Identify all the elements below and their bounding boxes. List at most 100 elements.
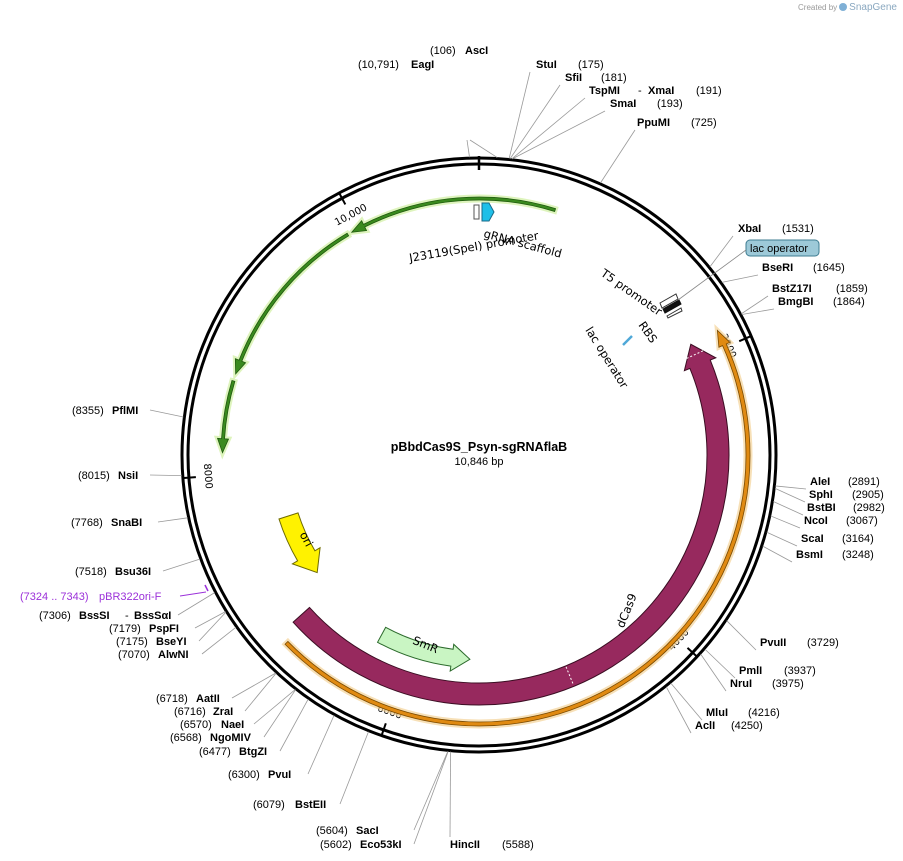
svg-text:(7179): (7179) — [109, 623, 141, 635]
svg-text:BstEII: BstEII — [295, 799, 326, 811]
svg-text:(725): (725) — [691, 117, 717, 129]
site-sacI[interactable]: (5604)SacI — [316, 825, 379, 837]
site-smaI[interactable]: SmaI(193) — [610, 98, 683, 110]
green-arc-3-feature[interactable] — [216, 380, 236, 454]
rbs-label: RBS — [636, 319, 661, 346]
svg-text:AscI: AscI — [465, 45, 488, 57]
site-line — [721, 274, 759, 283]
site-pflMI[interactable]: (8355)PflMI — [72, 405, 138, 417]
site-sphI[interactable]: SphI(2905) — [809, 489, 884, 501]
svg-text:(7768): (7768) — [71, 517, 103, 529]
site-pmlI[interactable]: PmlI (3937) — [739, 665, 816, 677]
site-snaBI[interactable]: (7768)SnaBI — [71, 517, 142, 529]
site-bseRI[interactable]: BseRI(1645) — [762, 262, 845, 274]
svg-text:AleI: AleI — [810, 476, 830, 488]
green-arc-2-feature[interactable] — [234, 232, 350, 375]
site-pspFI[interactable]: (7179)PspFI — [109, 623, 179, 635]
site-line — [449, 751, 451, 838]
site-line — [263, 689, 296, 738]
site-pvuII[interactable]: PvuII(3729) — [760, 637, 839, 649]
site-bseYI[interactable]: (7175)BseYI — [116, 636, 187, 648]
svg-text:NcoI: NcoI — [804, 515, 828, 527]
svg-text:BtgZI: BtgZI — [239, 746, 267, 758]
j23119-promoter-feature[interactable] — [473, 204, 480, 220]
site-line — [700, 653, 727, 692]
primer-pbr322ori-f[interactable]: (7324 .. 7343) pBR322ori-F — [20, 584, 209, 603]
svg-text:(175): (175) — [578, 59, 604, 71]
svg-text:NsiI: NsiI — [118, 470, 138, 482]
grna-scaffold-feature[interactable] — [481, 202, 495, 222]
site-line — [665, 686, 692, 734]
orange-arc-feature[interactable] — [284, 329, 751, 727]
green-arc-1-feature[interactable] — [350, 196, 557, 233]
site-line — [162, 558, 200, 572]
svg-text:(193): (193) — [657, 98, 683, 110]
site-pvuI[interactable]: (6300)PvuI — [228, 769, 291, 781]
svg-text:(5602): (5602) — [320, 839, 352, 851]
site-bsu36I[interactable]: (7518)Bsu36I — [75, 566, 151, 578]
app-name: SnapGene — [849, 2, 897, 13]
site-ncoI[interactable]: NcoI(3067) — [804, 515, 878, 527]
svg-text:BssSI: BssSI — [79, 610, 110, 622]
svg-text:NgoMIV: NgoMIV — [210, 732, 252, 744]
svg-text:PvuII: PvuII — [760, 637, 786, 649]
site-ngoMIV[interactable]: (6568)NgoMIV — [170, 732, 252, 744]
lac-operator-callout[interactable]: lac operator — [745, 239, 820, 257]
site-naeI[interactable]: (6570)NaeI — [180, 719, 244, 731]
site-sfiI[interactable]: SfiI(181) — [565, 72, 627, 84]
site-aleI[interactable]: AleI(2891) — [810, 476, 880, 488]
site-ppuMI[interactable]: PpuMI(725) — [637, 117, 717, 129]
svg-text:PmlI: PmlI — [739, 665, 762, 677]
svg-text:(1531): (1531) — [782, 223, 814, 235]
site-line — [509, 84, 561, 159]
site-stuI[interactable]: StuI(175) — [536, 59, 604, 71]
svg-text:-: - — [125, 610, 129, 622]
site-line — [762, 545, 793, 563]
site-eagI[interactable]: (10,791)EagI — [358, 59, 434, 71]
site-bssSI[interactable]: (7306)BssSI-BssSαI — [39, 610, 171, 622]
svg-text:BstZ17I: BstZ17I — [772, 283, 812, 295]
site-line — [512, 110, 606, 160]
site-tspMI-xmaI[interactable]: TspMI-XmaI(191) — [589, 85, 722, 97]
svg-text:(3975): (3975) — [772, 678, 804, 690]
lac-operator-feature[interactable] — [622, 335, 633, 346]
site-ascI[interactable]: (106) AscI — [430, 45, 488, 57]
site-line — [194, 611, 226, 629]
site-line — [231, 672, 277, 699]
site-eco53kI[interactable]: (5602)Eco53kI — [320, 839, 402, 851]
svg-text:Bsu36I: Bsu36I — [115, 566, 151, 578]
site-bmgBI[interactable]: BmgBI(1864) — [778, 296, 865, 308]
site-bsmI[interactable]: BsmI(3248) — [796, 549, 874, 561]
ori-feature[interactable] — [278, 512, 321, 574]
site-mluI[interactable]: MluI(4216) — [706, 707, 780, 719]
site-nruI[interactable]: NruI(3975) — [730, 678, 804, 690]
plasmid-name: pBbdCas9S_Psyn-sgRNAflaB — [391, 440, 567, 454]
site-aclI[interactable]: AclI(4250) — [695, 720, 763, 732]
site-line — [741, 295, 769, 315]
site-line — [775, 485, 807, 490]
site-nsiI[interactable]: (8015)NsiI — [78, 470, 138, 482]
site-bstBI[interactable]: BstBI(2982) — [807, 502, 885, 514]
svg-text:MluI: MluI — [706, 707, 728, 719]
svg-text:(106): (106) — [430, 45, 456, 57]
site-xbaI[interactable]: XbaI(1531) — [738, 223, 814, 235]
svg-text:XmaI: XmaI — [648, 85, 674, 97]
site-bstZ17I[interactable]: BstZ17I(1859) — [772, 283, 868, 295]
smr-feature[interactable] — [376, 626, 471, 673]
site-zraI[interactable]: (6716)ZraI — [174, 706, 233, 718]
site-btgZI[interactable]: (6477)BtgZI — [199, 746, 267, 758]
site-line — [466, 139, 470, 158]
site-alwNI[interactable]: (7070)AlwNI — [118, 649, 189, 661]
site-hincII[interactable]: HincII(5588) — [450, 839, 534, 851]
snapgene-logo-icon — [839, 3, 848, 11]
svg-text:BssSαI: BssSαI — [134, 610, 171, 622]
site-bstEII[interactable]: (6079)BstEII — [253, 799, 326, 811]
site-aatII[interactable]: (6718)AatII — [156, 693, 220, 705]
site-scaI[interactable]: ScaI(3164) — [801, 533, 874, 545]
dcas9-feature[interactable] — [292, 343, 730, 706]
svg-text:BseRI: BseRI — [762, 262, 793, 274]
t5-rbs-cluster[interactable] — [659, 293, 683, 319]
svg-text:(3937): (3937) — [784, 665, 816, 677]
